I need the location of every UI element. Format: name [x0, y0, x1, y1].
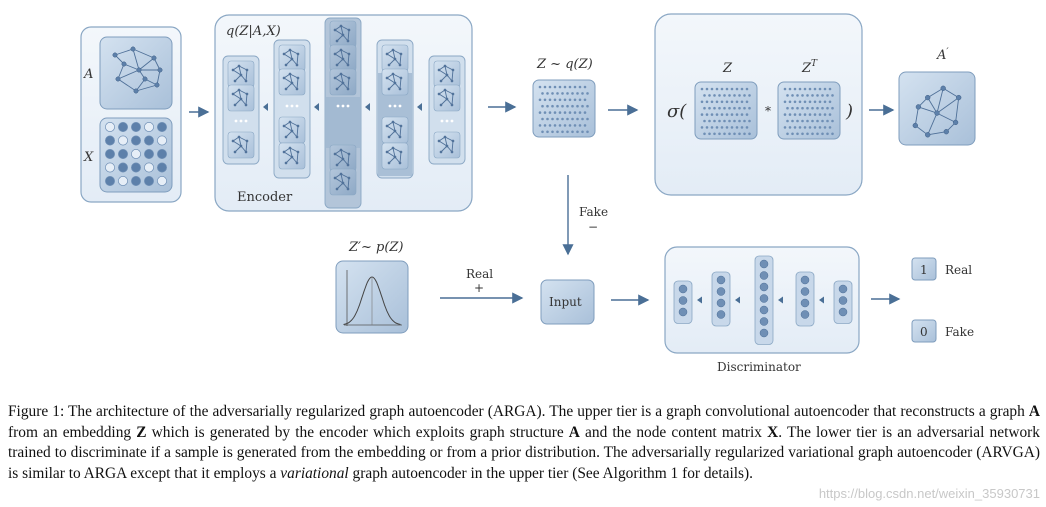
arga-architecture-diagram: A X q(Z|A,X) Encoder Z ~ q(Z) σ( Z * ZT …: [80, 13, 976, 374]
output-real-value: 1: [920, 263, 928, 277]
decoder-sigma: σ(: [667, 101, 687, 122]
feature-matrix-icon: [105, 122, 167, 186]
decoder-z-label: Z: [722, 61, 733, 76]
fake-sign: −: [588, 220, 598, 234]
encoder-layers: [222, 17, 466, 209]
figure-caption: Figure 1: The architecture of the advers…: [8, 403, 1040, 482]
output-real-label: Real: [945, 263, 972, 277]
adjacency-graph-tile: [99, 36, 173, 110]
decoder-panel: σ( Z * ZT ): [654, 13, 863, 196]
output-graph-icon: [912, 85, 962, 138]
watermark: https://blog.csdn.net/weixin_35930731: [818, 486, 1040, 501]
decoder-z-tile: [694, 81, 758, 140]
output-fake: 0 Fake: [911, 319, 974, 343]
input-graph-icon: [112, 46, 163, 94]
decoder-zt-label: ZT: [801, 59, 818, 76]
gaussian-curve-icon: [343, 270, 402, 326]
output-fake-value: 0: [920, 325, 928, 339]
embedding-matrix-icon: [538, 85, 589, 134]
decoder-zt-tile: [777, 81, 841, 140]
discriminator-label: Discriminator: [717, 360, 801, 374]
decoder-z-matrix-icon: [700, 87, 751, 136]
decoder-close-paren: ): [845, 101, 853, 122]
discriminator-input-box: [540, 279, 595, 325]
output-graph-label: A′: [936, 47, 949, 63]
output-fake-label: Fake: [945, 325, 974, 339]
embedding-matrix-tile: [532, 79, 596, 138]
discriminator-panel: Discriminator: [664, 246, 860, 374]
fake-label: Fake: [579, 205, 608, 219]
encoder-panel: q(Z|A,X) Encoder: [214, 14, 473, 212]
decoder-times: *: [765, 104, 771, 118]
input-features-label: X: [83, 150, 94, 165]
real-label: Real: [466, 267, 493, 281]
encoder-distribution-label: q(Z|A,X): [226, 24, 281, 39]
output-graph-block: A′: [898, 47, 976, 146]
decoder-zt-matrix-icon: [783, 87, 834, 136]
discriminator-input-label: Input: [549, 295, 582, 309]
real-sign: +: [474, 281, 484, 295]
input-panel: A X: [80, 26, 182, 203]
embedding-label: Z ~ q(Z): [536, 57, 593, 72]
prior-block: Z′~ p(Z): [335, 240, 409, 334]
prior-label: Z′~ p(Z): [348, 240, 404, 255]
output-graph-tile: [898, 71, 976, 146]
discriminator-layers: [673, 255, 853, 345]
input-graph-label: A: [83, 67, 93, 82]
embedding-block: Z ~ q(Z): [532, 57, 596, 138]
output-real: 1 Real: [911, 257, 972, 281]
encoder-label: Encoder: [237, 190, 293, 205]
